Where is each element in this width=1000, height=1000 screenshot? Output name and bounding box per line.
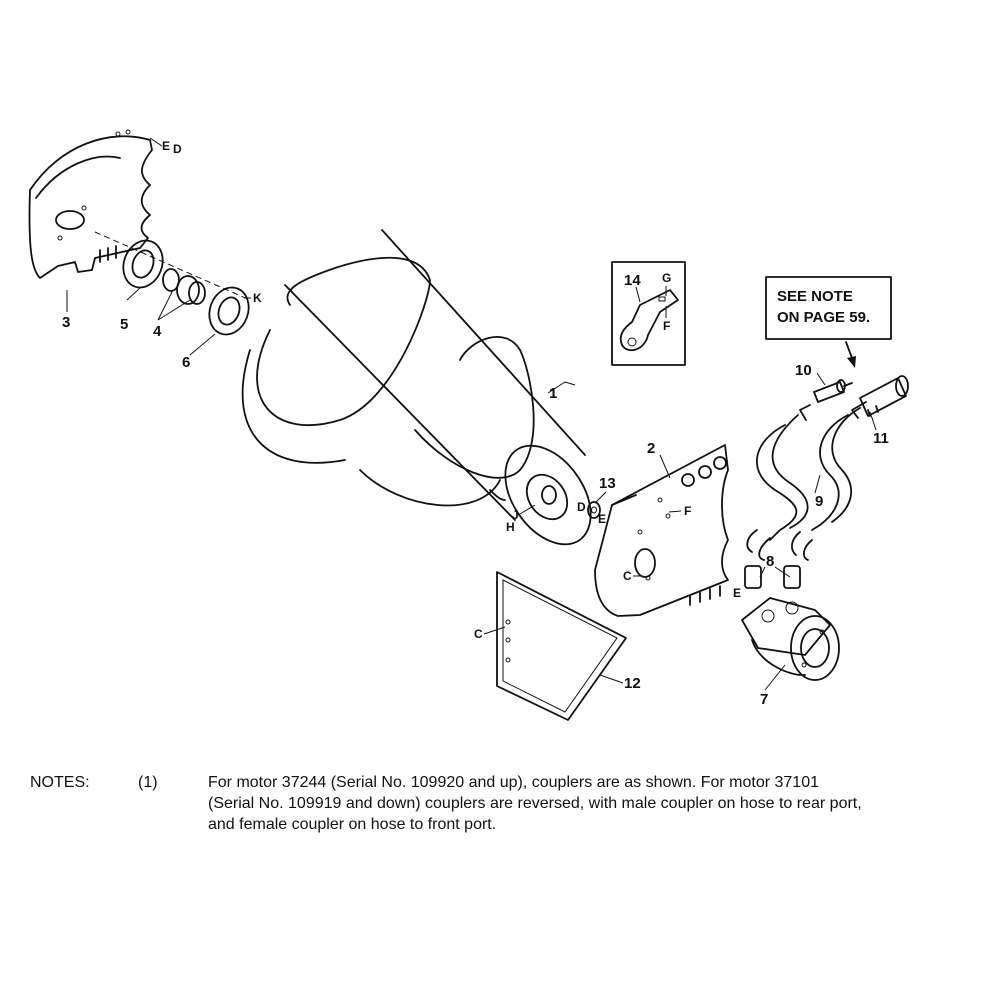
see-note-line-2: ON PAGE 59. xyxy=(777,309,870,326)
see-note-line-1: SEE NOTE xyxy=(777,288,853,305)
note-line-2: (Serial No. 109919 and down) couplers ar… xyxy=(208,795,862,812)
callout-1: 1 xyxy=(549,385,557,402)
letter-f-plate: F xyxy=(684,504,691,518)
letter-g: G xyxy=(662,271,671,285)
letter-e-washer: E xyxy=(598,512,606,526)
see-note-box xyxy=(765,276,892,340)
letter-c-plate: C xyxy=(623,569,632,583)
callout-14: 14 xyxy=(624,272,641,289)
callout-7: 7 xyxy=(760,691,768,708)
note-line-3: and female coupler on hose to front port… xyxy=(208,816,497,833)
note-line-1: For motor 37244 (Serial No. 109920 and u… xyxy=(208,774,819,791)
callout-5: 5 xyxy=(120,316,128,333)
letter-f-bracket: F xyxy=(663,319,670,333)
note-number: (1) xyxy=(138,774,158,791)
callout-10: 10 xyxy=(795,362,812,379)
part-2-side-plate xyxy=(594,444,729,617)
callout-11: 11 xyxy=(873,430,889,447)
letter-e-plate: E xyxy=(733,586,741,600)
letter-e-top: E xyxy=(162,139,170,153)
part-8-fittings xyxy=(744,565,801,589)
callout-9: 9 xyxy=(815,493,823,510)
letter-c-panel: C xyxy=(474,627,483,641)
callout-12: 12 xyxy=(624,675,641,692)
letter-h: H xyxy=(506,520,515,534)
part-14-bracket-box xyxy=(611,261,686,366)
callout-2: 2 xyxy=(647,440,655,457)
part-7-motor xyxy=(741,597,840,681)
part-3-side-plate xyxy=(28,129,153,279)
letter-d-washer: D xyxy=(577,500,586,514)
see-note-arrow xyxy=(845,341,856,368)
part-6-flange xyxy=(208,286,250,336)
part-11-female-coupler xyxy=(859,375,909,417)
exploded-parts-diagram: E D K D E J H xyxy=(28,129,909,721)
letter-d-top: D xyxy=(173,142,182,156)
notes-heading: NOTES: xyxy=(30,774,90,791)
part-12-panel xyxy=(496,571,627,721)
part-9-hoses xyxy=(746,401,867,561)
callout-4: 4 xyxy=(153,323,162,340)
callout-8: 8 xyxy=(766,553,774,570)
part-13-washer xyxy=(587,501,601,519)
note-text: For motor 37244 (Serial No. 109920 and u… xyxy=(208,772,968,835)
part-10-male-coupler xyxy=(813,379,853,403)
part-4-bearings xyxy=(162,268,206,305)
part-1-auger xyxy=(241,229,592,546)
part-5-flange xyxy=(122,239,164,289)
letter-k: K xyxy=(253,291,262,305)
callout-3: 3 xyxy=(62,314,70,331)
callout-6: 6 xyxy=(182,354,190,371)
letter-j: J xyxy=(512,508,519,522)
callout-13: 13 xyxy=(599,475,616,492)
